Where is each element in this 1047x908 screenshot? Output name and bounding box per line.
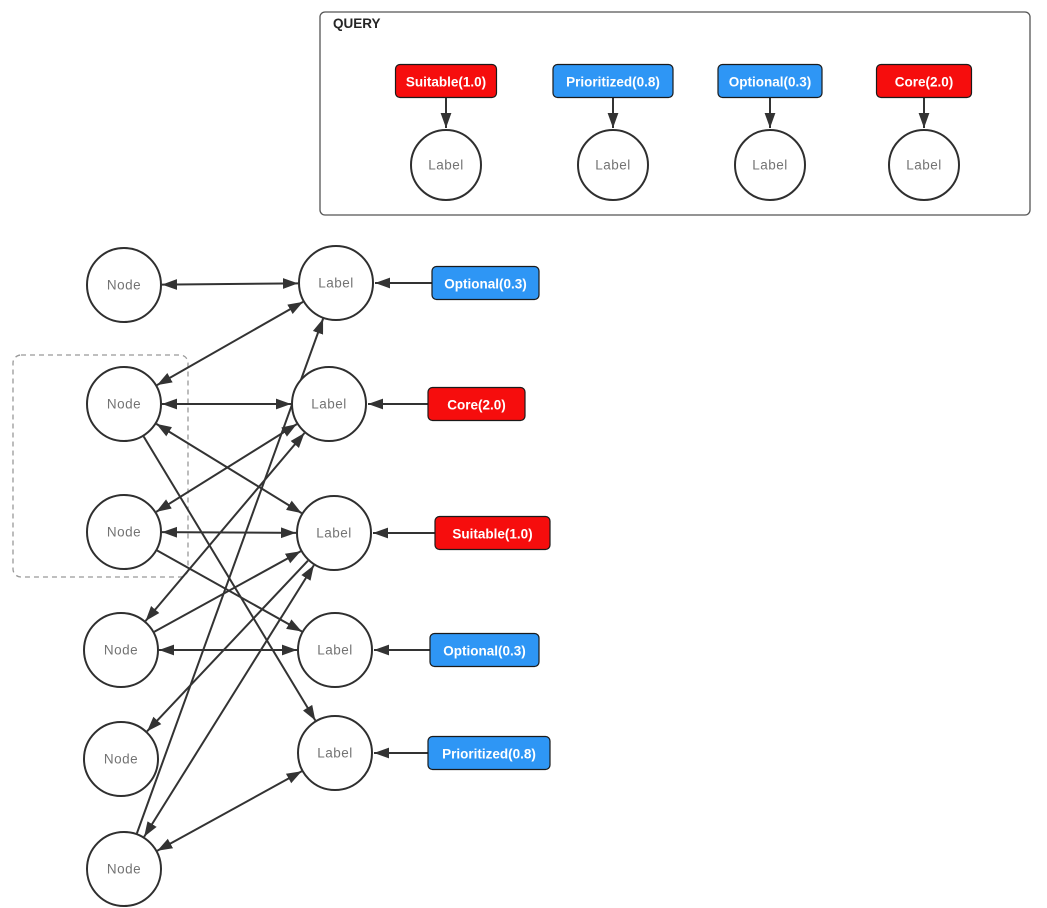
graph-node-circle-N3-text: Node [107, 525, 141, 540]
query-badge-2-text: Optional(0.3) [729, 75, 812, 90]
label-badge-L2 [427, 386, 526, 422]
query-panel-box [319, 11, 1031, 216]
graph-edge-L3-N5 [146, 559, 309, 733]
query-badge-1 [552, 63, 674, 99]
query-label-circle-3 [888, 129, 960, 201]
query-badge-2 [717, 63, 823, 99]
label-badge-L5 [427, 735, 551, 771]
graph-label-circle-L5-text: Label [317, 746, 353, 761]
query-badge-3 [875, 63, 973, 99]
graph-label-circle-L5 [297, 715, 373, 791]
query-label-circle-0 [410, 129, 482, 201]
label-badge-L5-text: Prioritized(0.8) [442, 747, 536, 762]
query-badge-3-text: Core(2.0) [895, 75, 954, 90]
graph-label-circle-L2-text: Label [311, 397, 347, 412]
query-label-circle-1 [577, 129, 649, 201]
graph-label-circle-L4-text: Label [317, 643, 353, 658]
graph-label-circle-L3 [296, 495, 372, 571]
label-badge-L1-text: Optional(0.3) [444, 277, 527, 292]
graph-edge-N6-L3 [143, 564, 315, 838]
graph-label-circle-L2 [291, 366, 367, 442]
query-label-circle-3-text: Label [906, 158, 942, 173]
query-badge-0 [394, 63, 498, 99]
query-label-circle-2-text: Label [752, 158, 788, 173]
graph-label-circle-L3-text: Label [316, 526, 352, 541]
graph-node-circle-N2 [86, 366, 162, 442]
query-label-circle-2 [734, 129, 806, 201]
label-badge-L3 [434, 515, 551, 551]
graph-edge-N2-L1 [156, 300, 304, 387]
query-label-circle-0-text: Label [428, 158, 464, 173]
graph-node-circle-N3 [86, 494, 162, 570]
graph-edge-N3-L3 [161, 526, 297, 539]
query-badge-0-text: Suitable(1.0) [406, 75, 486, 90]
label-badge-L4 [429, 632, 540, 668]
query-panel-title: QUERY [333, 16, 381, 31]
label-badge-L1 [431, 265, 540, 301]
graph-node-circle-N6 [86, 831, 162, 907]
label-badge-L3-text: Suitable(1.0) [452, 527, 532, 542]
graph-node-circle-N5-text: Node [104, 752, 138, 767]
query-badge-1-text: Prioritized(0.8) [566, 75, 660, 90]
graph-label-circle-L1 [298, 245, 374, 321]
graph-node-circle-N4-text: Node [104, 643, 138, 658]
graph-node-circle-N6-text: Node [107, 862, 141, 877]
graph-edge-N6-L5 [156, 770, 303, 852]
graph-node-circle-N5 [83, 721, 159, 797]
graph-edge-N1-L1 [161, 278, 299, 290]
label-badge-L2-text: Core(2.0) [447, 398, 506, 413]
graph-node-circle-N2-text: Node [107, 397, 141, 412]
graph-label-circle-L1-text: Label [318, 276, 354, 291]
label-badge-L4-text: Optional(0.3) [443, 644, 526, 659]
query-label-circle-1-text: Label [595, 158, 631, 173]
graph-node-circle-N1 [86, 247, 162, 323]
graph-node-circle-N4 [83, 612, 159, 688]
graph-node-circle-N1-text: Node [107, 278, 141, 293]
graph-label-circle-L4 [297, 612, 373, 688]
